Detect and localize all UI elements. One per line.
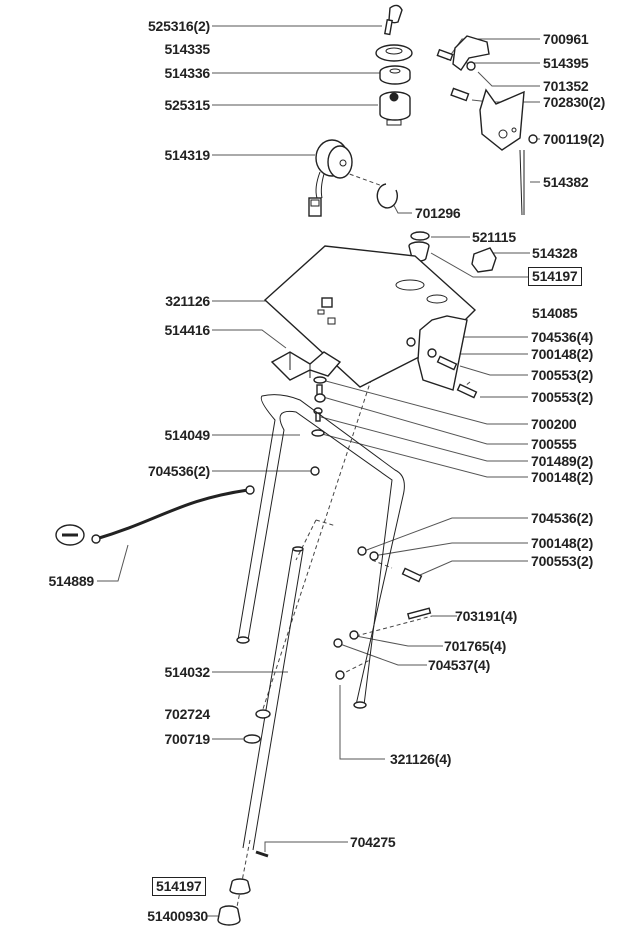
part-label: 702830(2) (543, 94, 606, 110)
part-label: 704536(2) (531, 510, 594, 526)
part-label: 700119(2) (543, 131, 605, 147)
part-label: 700200 (531, 416, 577, 432)
part-label: 514395 (543, 55, 589, 71)
clip-washer-part (255, 709, 271, 719)
part-label: 514382 (543, 174, 589, 190)
part-label: 700148(2) (531, 469, 594, 485)
battery-cable-part (55, 485, 255, 546)
roll-pin-part (255, 850, 269, 858)
part-label: 700553(2) (531, 389, 594, 405)
part-label: 321126 (165, 293, 210, 309)
part-label: 521115 (472, 229, 516, 245)
leader-lines (97, 25, 540, 917)
part-label: 704536(4) (531, 329, 594, 345)
bezel-part (375, 44, 413, 62)
part-label: 700553(2) (531, 367, 594, 383)
part-label-boxed: 514197 (528, 267, 582, 286)
part-label: 514032 (164, 664, 210, 680)
part-label: 701765(4) (444, 638, 507, 654)
snap-ring-part (376, 183, 398, 209)
key-part (384, 4, 403, 36)
part-label: 514328 (532, 245, 578, 261)
part-label: 700719 (164, 731, 210, 747)
flat-washer-part (243, 734, 261, 744)
switch-part (471, 247, 497, 273)
part-label: 514335 (164, 41, 210, 57)
part-label: 514085 (532, 305, 578, 321)
part-label: 700148(2) (531, 346, 594, 362)
part-label: 701296 (415, 205, 461, 221)
part-label: 514319 (164, 147, 210, 163)
part-label: 704275 (350, 834, 396, 850)
part-label: 525316(2) (147, 18, 210, 34)
dash-panel-part (263, 245, 477, 391)
part-label: 700961 (543, 31, 589, 47)
part-label: 704536(2) (147, 463, 210, 479)
handle-frame-part (236, 394, 405, 709)
part-label: 51400930 (147, 908, 208, 924)
throttle-bracket-part (450, 87, 538, 216)
ignition-switch-part (379, 91, 411, 126)
part-label: 700555 (531, 436, 577, 452)
part-label: 701489(2) (531, 453, 594, 469)
washer-part (410, 231, 430, 241)
nut-part (379, 65, 411, 85)
bottom-bushing-part (229, 878, 251, 895)
part-label: 525315 (164, 97, 210, 113)
hour-meter-part (308, 139, 353, 217)
part-label-boxed: 514197 (152, 877, 206, 896)
right-hardware (333, 337, 478, 680)
part-label: 701352 (543, 78, 589, 94)
part-label: 700553(2) (531, 553, 594, 569)
cable-holder-part (270, 351, 342, 381)
steering-shaft-part (242, 546, 304, 851)
part-label: 703191(4) (455, 608, 518, 624)
part-label: 514416 (164, 322, 210, 338)
part-label: 514336 (164, 65, 210, 81)
throttle-lever-part (436, 35, 490, 72)
part-label: 321126(4) (390, 751, 452, 767)
part-label: 700148(2) (531, 535, 594, 551)
part-label: 514049 (164, 427, 210, 443)
center-hardware (310, 376, 327, 476)
part-label: 514889 (48, 573, 94, 589)
pinion-gear-part (217, 905, 241, 926)
part-label: 704537(4) (428, 657, 491, 673)
part-label: 702724 (164, 706, 210, 722)
